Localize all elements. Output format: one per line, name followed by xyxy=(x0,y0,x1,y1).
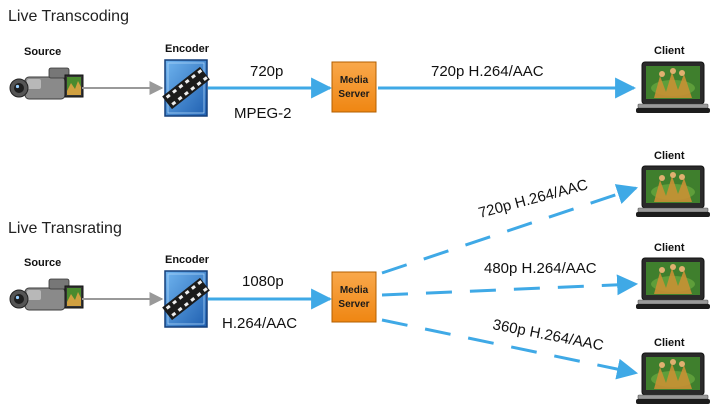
transrating-client-720p-label: Client xyxy=(654,150,685,162)
transcoding-laptop-icon xyxy=(635,61,711,114)
transcoding-client-label: Client xyxy=(654,45,685,57)
transrating-source-label: Source xyxy=(24,257,61,269)
transrating-film-strip-icon xyxy=(161,270,211,328)
transrating-title: Live Transrating xyxy=(8,220,122,237)
transcoding-encoder-label: Encoder xyxy=(165,43,210,55)
transcoding-input-resolution: 720p xyxy=(250,63,283,80)
transrating-output-480p-label: 480p H.264/AAC xyxy=(484,260,597,277)
transcoding-server-line2: Server xyxy=(338,89,369,100)
transcoding-media-server: Media Server xyxy=(331,61,377,113)
transrating-input-codec: H.264/AAC xyxy=(222,315,297,332)
transrating-client-360p-label: Client xyxy=(654,337,685,349)
transrating-client-720p-laptop-icon xyxy=(635,165,711,218)
transrating-output-720p-label: 720p H.264/AAC xyxy=(477,176,590,222)
transcoding-source-label: Source xyxy=(24,46,61,58)
transcoding-title: Live Transcoding xyxy=(8,8,129,25)
transrating-media-server: Media Server xyxy=(331,271,377,323)
transcoding-server-line1: Media xyxy=(340,75,369,86)
transrating-server-line2: Server xyxy=(338,299,369,310)
transcoding-output-label: 720p H.264/AAC xyxy=(431,63,544,80)
transcoding-video-camera-icon xyxy=(9,67,84,100)
transrating-client-480p-laptop-icon xyxy=(635,257,711,310)
transrating-input-resolution: 1080p xyxy=(242,273,284,290)
transcoding-film-strip-icon xyxy=(161,59,211,117)
transrating-output-480p-arrow xyxy=(381,274,639,297)
transrating-output-360p-label: 360p H.264/AAC xyxy=(491,316,605,354)
transcoding-input-codec: MPEG-2 xyxy=(234,105,292,122)
transrating-video-camera-icon xyxy=(9,278,84,311)
transrating-client-360p-laptop-icon xyxy=(635,352,711,405)
transrating-output-720p-arrow xyxy=(381,184,638,275)
transrating-encoder-label: Encoder xyxy=(165,254,210,266)
transrating-server-line1: Media xyxy=(340,285,369,296)
transrating-client-480p-label: Client xyxy=(654,242,685,254)
